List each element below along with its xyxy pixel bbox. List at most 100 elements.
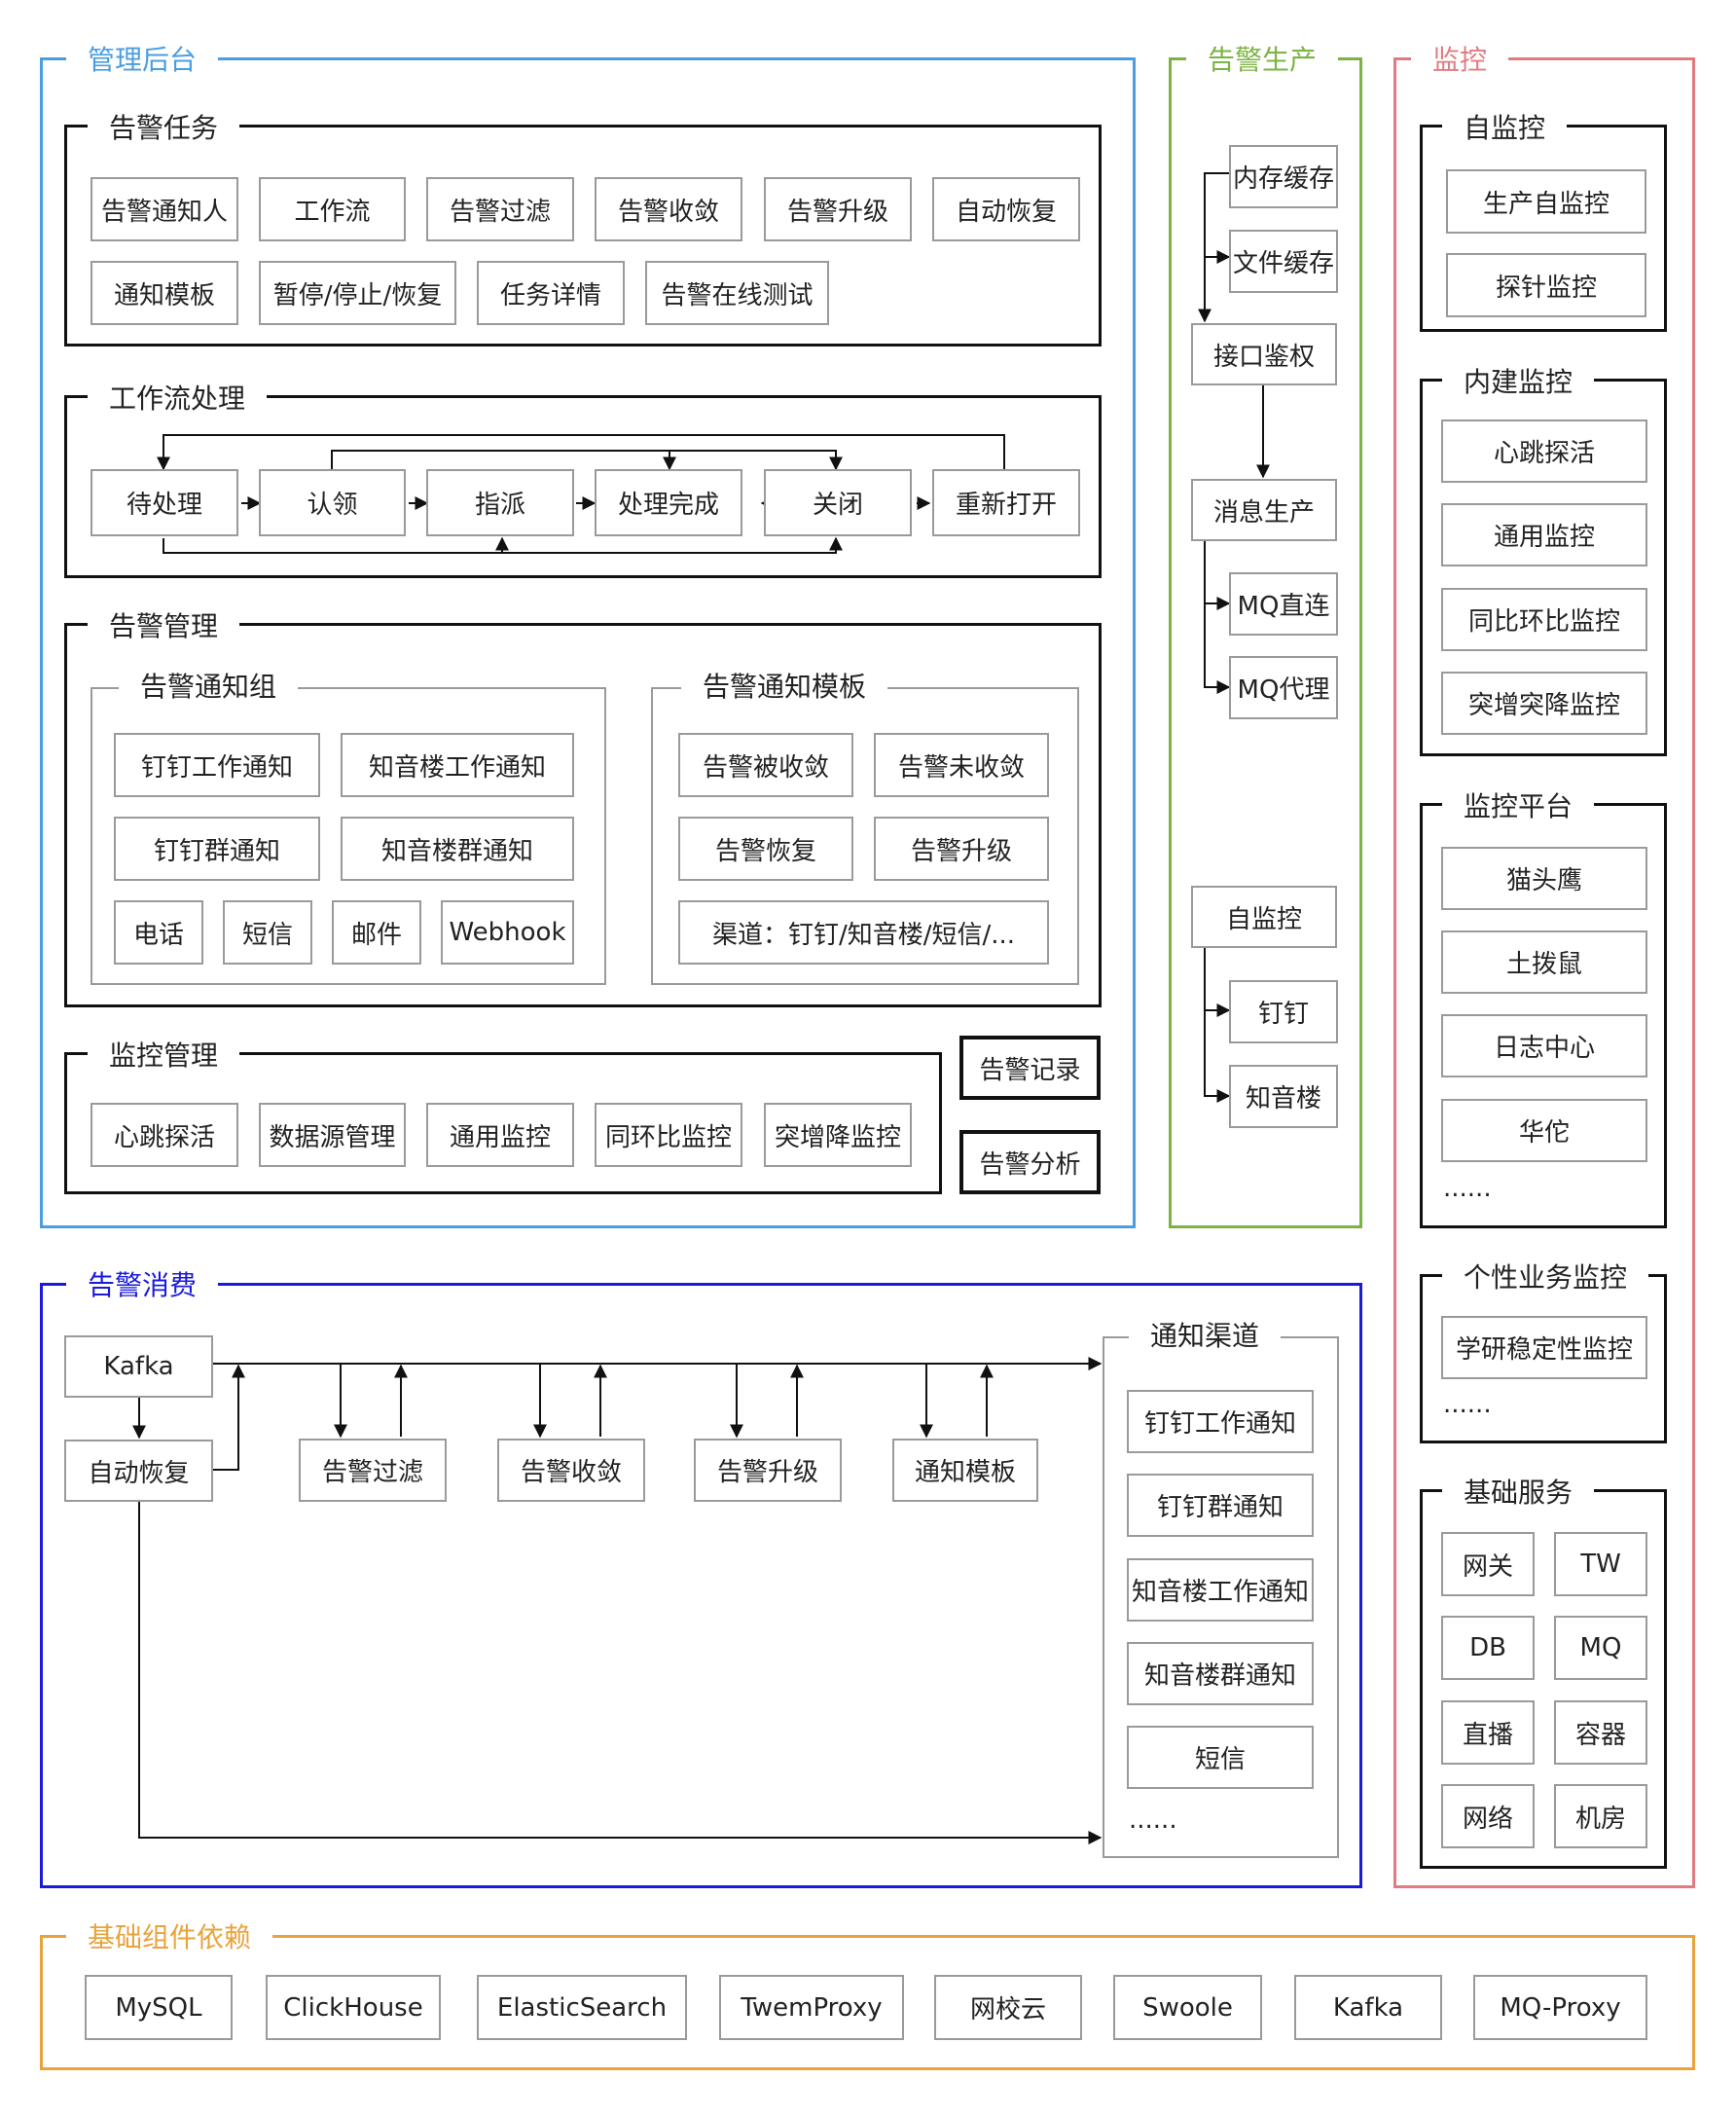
- task-notify-person[interactable]: 告警通知人: [90, 177, 238, 241]
- tpl-not-converged[interactable]: 告警未收敛: [874, 733, 1049, 797]
- mon-heartbeat[interactable]: 心跳探活: [1441, 420, 1647, 483]
- dep-twemproxy[interactable]: TwemProxy: [719, 1975, 904, 2040]
- alert-analysis-button[interactable]: 告警分析: [959, 1130, 1101, 1194]
- tpl-converged[interactable]: 告警被收敛: [678, 733, 853, 797]
- prod-memory-cache[interactable]: 内存缓存: [1229, 145, 1338, 208]
- state-claimed[interactable]: 认领: [259, 469, 406, 536]
- mon-owl[interactable]: 猫头鹰: [1441, 847, 1647, 910]
- self-monitor-title: 自监控: [1442, 111, 1568, 146]
- consumption-title: 告警消费: [66, 1268, 219, 1303]
- tpl-escalated[interactable]: 告警升级: [874, 817, 1049, 881]
- task-auto-recover[interactable]: 自动恢复: [932, 177, 1080, 241]
- dep-elasticsearch[interactable]: ElasticSearch: [477, 1975, 687, 2040]
- prod-auth[interactable]: 接口鉴权: [1191, 323, 1337, 385]
- alert-records-button[interactable]: 告警记录: [959, 1036, 1101, 1100]
- chan-dingtalk-group[interactable]: 钉钉群通知: [1127, 1474, 1314, 1537]
- group-email[interactable]: 邮件: [332, 900, 421, 965]
- prod-file-cache[interactable]: 文件缓存: [1229, 230, 1338, 293]
- notify-channels-title: 通知渠道: [1129, 1319, 1282, 1354]
- monitoring-frame: [1393, 57, 1695, 1888]
- state-reopened[interactable]: 重新打开: [932, 469, 1080, 536]
- task-converge[interactable]: 告警收敛: [595, 177, 742, 241]
- chan-zhiyinlou-group[interactable]: 知音楼群通知: [1127, 1642, 1314, 1705]
- base-datacenter[interactable]: 机房: [1554, 1784, 1647, 1848]
- admin-title: 管理后台: [66, 43, 219, 78]
- cons-auto-recover[interactable]: 自动恢复: [64, 1440, 213, 1502]
- group-zhiyinlou-group[interactable]: 知音楼群通知: [341, 817, 574, 881]
- mon-xueyan-stability[interactable]: 学研稳定性监控: [1441, 1316, 1647, 1379]
- alert-mgmt-frame: [64, 623, 1102, 1007]
- dep-wangxiaoyun[interactable]: 网校云: [934, 1975, 1082, 2040]
- consumption-frame: [40, 1283, 1362, 1888]
- mon-spike[interactable]: 突增突降监控: [1441, 672, 1647, 735]
- group-phone[interactable]: 电话: [114, 900, 203, 965]
- prod-self-monitor[interactable]: 自监控: [1191, 886, 1337, 948]
- task-pause-stop-resume[interactable]: 暂停/停止/恢复: [259, 261, 456, 325]
- state-done[interactable]: 处理完成: [595, 469, 742, 536]
- mon-log-center[interactable]: 日志中心: [1441, 1014, 1647, 1077]
- base-container[interactable]: 容器: [1554, 1700, 1647, 1765]
- cons-filter[interactable]: 告警过滤: [299, 1439, 447, 1502]
- task-workflow[interactable]: 工作流: [259, 177, 406, 241]
- tpl-channels[interactable]: 渠道：钉钉/知音楼/短信/...: [678, 900, 1049, 965]
- alert-mgmt-title: 告警管理: [88, 609, 240, 644]
- dep-clickhouse[interactable]: ClickHouse: [266, 1975, 441, 2040]
- custom-monitor-title: 个性业务监控: [1442, 1260, 1649, 1295]
- task-details[interactable]: 任务详情: [477, 261, 625, 325]
- dep-mysql[interactable]: MySQL: [85, 1975, 233, 2040]
- chan-dingtalk-work[interactable]: 钉钉工作通知: [1127, 1390, 1314, 1453]
- prod-dingtalk[interactable]: 钉钉: [1229, 980, 1338, 1043]
- mm-heartbeat[interactable]: 心跳探活: [90, 1103, 238, 1167]
- mm-yoy[interactable]: 同环比监控: [595, 1103, 742, 1167]
- state-assigned[interactable]: 指派: [426, 469, 574, 536]
- task-escalate[interactable]: 告警升级: [764, 177, 912, 241]
- base-gateway[interactable]: 网关: [1441, 1532, 1535, 1596]
- base-live[interactable]: 直播: [1441, 1700, 1535, 1765]
- mon-probe[interactable]: 探针监控: [1446, 253, 1646, 317]
- cons-converge[interactable]: 告警收敛: [497, 1439, 645, 1502]
- cons-escalate[interactable]: 告警升级: [694, 1439, 842, 1502]
- group-dingtalk-group[interactable]: 钉钉群通知: [114, 817, 320, 881]
- chan-more: ......: [1129, 1806, 1177, 1835]
- deps-frame: [40, 1935, 1695, 2070]
- group-dingtalk-work[interactable]: 钉钉工作通知: [114, 733, 320, 797]
- base-db[interactable]: DB: [1441, 1616, 1535, 1680]
- chan-sms[interactable]: 短信: [1127, 1726, 1314, 1789]
- notify-group-frame: [90, 687, 606, 985]
- cons-notify-template[interactable]: 通知模板: [892, 1439, 1038, 1502]
- group-sms[interactable]: 短信: [223, 900, 312, 965]
- task-notify-template[interactable]: 通知模板: [90, 261, 238, 325]
- prod-producer[interactable]: 消息生产: [1191, 479, 1337, 541]
- mon-custom-more: ......: [1443, 1390, 1492, 1419]
- task-filter[interactable]: 告警过滤: [426, 177, 574, 241]
- mon-general[interactable]: 通用监控: [1441, 503, 1647, 566]
- dep-mq-proxy[interactable]: MQ-Proxy: [1473, 1975, 1647, 2040]
- task-online-test[interactable]: 告警在线测试: [645, 261, 829, 325]
- mm-datasource[interactable]: 数据源管理: [259, 1103, 406, 1167]
- base-network[interactable]: 网络: [1441, 1784, 1535, 1848]
- dep-swoole[interactable]: Swoole: [1113, 1975, 1262, 2040]
- base-tw[interactable]: TW: [1554, 1532, 1647, 1596]
- mon-huatuo[interactable]: 华佗: [1441, 1099, 1647, 1162]
- tpl-recovered[interactable]: 告警恢复: [678, 817, 853, 881]
- state-pending[interactable]: 待处理: [90, 469, 238, 536]
- dep-kafka[interactable]: Kafka: [1294, 1975, 1442, 2040]
- group-webhook[interactable]: Webhook: [441, 900, 574, 965]
- mm-general[interactable]: 通用监控: [426, 1103, 574, 1167]
- admin-frame: [40, 57, 1136, 1228]
- alert-tasks-frame: [64, 125, 1102, 347]
- cons-kafka[interactable]: Kafka: [64, 1335, 213, 1398]
- mon-marmot[interactable]: 土拨鼠: [1441, 930, 1647, 994]
- state-closed[interactable]: 关闭: [764, 469, 912, 536]
- mon-production-self[interactable]: 生产自监控: [1446, 169, 1646, 234]
- mon-yoy[interactable]: 同比环比监控: [1441, 588, 1647, 651]
- prod-mq-proxy[interactable]: MQ代理: [1229, 656, 1338, 719]
- chan-zhiyinlou-work[interactable]: 知音楼工作通知: [1127, 1558, 1314, 1622]
- mm-spike[interactable]: 突增降监控: [764, 1103, 912, 1167]
- workflow-frame: [64, 395, 1102, 578]
- prod-mq-direct[interactable]: MQ直连: [1229, 572, 1338, 636]
- prod-zhiyinlou[interactable]: 知音楼: [1229, 1065, 1338, 1128]
- base-mq[interactable]: MQ: [1554, 1616, 1647, 1680]
- group-zhiyinlou-work[interactable]: 知音楼工作通知: [341, 733, 574, 797]
